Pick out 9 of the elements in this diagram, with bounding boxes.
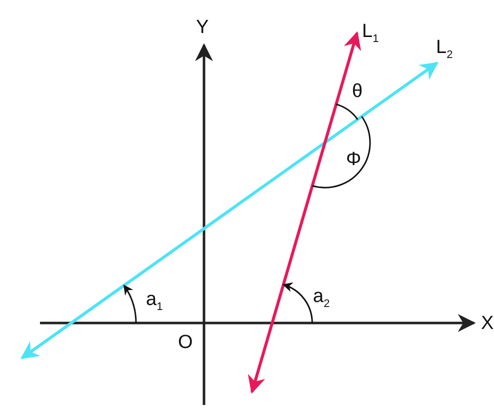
line-label: L$_{1}$ <box>362 22 379 45</box>
axis-label: X <box>481 314 494 333</box>
axis-label: Y <box>196 18 209 37</box>
origin-label: O <box>178 333 193 352</box>
angle-label: a$_{1}$ <box>146 290 163 313</box>
line-label: L$_{2}$ <box>436 38 453 61</box>
angle-label: θ <box>352 82 363 101</box>
angle-label: Φ <box>346 150 362 169</box>
angle-label: a$_{2}$ <box>313 287 330 310</box>
